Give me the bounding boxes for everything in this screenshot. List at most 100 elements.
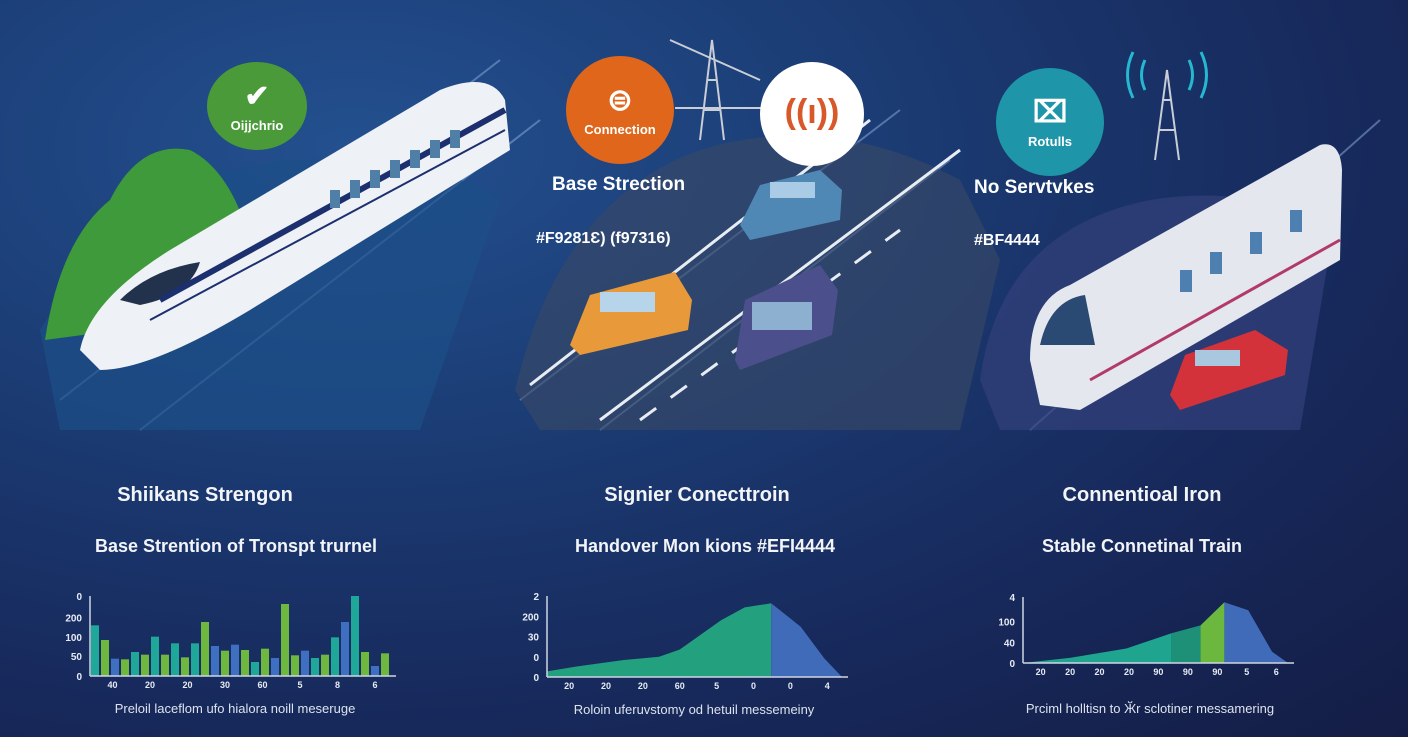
y-tick-label: 30	[528, 633, 540, 644]
x-tick-label: 5	[714, 681, 719, 691]
area-segment	[1224, 602, 1288, 663]
bar	[101, 640, 109, 676]
y-tick-label: 0	[76, 672, 82, 683]
x-tick-label: 20	[564, 681, 574, 691]
bar	[331, 637, 339, 676]
x-tick-label: 5	[297, 680, 302, 690]
radio-tower	[1126, 51, 1208, 161]
blue-car	[740, 170, 842, 240]
badge-connection: ⊜ Connection	[566, 56, 674, 164]
x-tick-label: 60	[675, 681, 685, 691]
y-tick-label: 100	[65, 633, 82, 644]
y-tick-label: 50	[71, 652, 83, 663]
badge-signal: ((ı))	[760, 62, 864, 166]
y-tick-label: 200	[65, 614, 82, 625]
x-tick-label: 90	[1183, 667, 1193, 677]
bar	[251, 662, 259, 676]
right-scene-code: #BF4444	[974, 232, 1040, 249]
bar	[201, 622, 209, 676]
x-tick-label: 20	[145, 680, 155, 690]
bar	[131, 652, 139, 676]
x-tick-label: 20	[1065, 667, 1075, 677]
x-tick-label: 60	[257, 680, 267, 690]
section-2-subtitle: Handover Mon kions #EFI4444	[574, 536, 836, 556]
link-icon: ⊜	[607, 83, 633, 117]
area-segment	[547, 603, 772, 677]
section-1-title: Shiikans Strengon	[117, 484, 293, 506]
badge-objective: ✔ Oijjchrio	[207, 62, 307, 150]
x-tick-label: 20	[1124, 667, 1134, 677]
x-tick-label: 4	[825, 681, 830, 691]
badge-label: Rotulls	[1027, 133, 1073, 149]
bar	[221, 650, 229, 676]
chart-3-xlabel: Prciml holltisn to Ӂr sclotiner messamer…	[1025, 701, 1275, 716]
red-car	[1170, 330, 1288, 410]
middle-scene-title: Base Strection	[552, 174, 686, 195]
transmission-tower	[669, 39, 765, 141]
x-tick-label: 20	[638, 681, 648, 691]
wrench-check-icon: ✔	[244, 79, 270, 113]
bar	[281, 604, 289, 676]
y-tick-label: 0	[76, 592, 82, 603]
bar	[261, 648, 269, 676]
bar	[361, 652, 369, 676]
area-segment	[771, 603, 842, 677]
bar	[311, 658, 319, 676]
area-segment	[1200, 602, 1225, 663]
section-1-subtitle: Base Strention of Tronspt trurnel	[94, 536, 378, 556]
x-tick-label: 0	[788, 681, 793, 691]
right-scene-title: No Servtvkes	[974, 177, 1095, 198]
x-tick-label: 0	[751, 681, 756, 691]
bar	[351, 596, 359, 676]
y-tick-label: 0	[533, 673, 539, 684]
badge-label: Oijjchrio	[230, 117, 284, 133]
bar	[211, 646, 219, 676]
x-tick-label: 20	[1095, 667, 1105, 677]
section-2-title: Signier Conecttroin	[604, 484, 790, 506]
bar	[321, 654, 329, 676]
area-segment	[1171, 625, 1201, 663]
bar	[121, 659, 129, 676]
commuter-train	[1030, 144, 1342, 411]
illustration-layer	[40, 39, 1381, 431]
tower-cross-icon: ⌧	[1032, 95, 1068, 129]
x-tick-label: 6	[1274, 667, 1279, 677]
y-tick-label: 0	[1009, 659, 1015, 670]
section-3-subtitle: Stable Connetinal Train	[1041, 536, 1243, 556]
bar	[241, 650, 249, 676]
signal-antenna-icon: ((ı))	[784, 93, 840, 131]
y-tick-label: 100	[998, 617, 1015, 628]
area-segment	[1023, 633, 1172, 663]
y-tick-label: 0	[533, 653, 539, 664]
bar	[181, 657, 189, 676]
bar	[231, 644, 239, 676]
bullet-train	[80, 82, 510, 370]
bar	[111, 658, 119, 676]
chart-1: 0 50 100 200 0 40 20 20 30 60 5 8 6	[65, 592, 396, 690]
bar	[271, 658, 279, 676]
badge-rotulls: ⌧ Rotulls	[996, 68, 1104, 176]
x-tick-label: 20	[1036, 667, 1046, 677]
bar	[161, 654, 169, 676]
bar	[371, 666, 379, 676]
purple-van	[735, 265, 838, 370]
y-tick-label: 4	[1009, 593, 1015, 604]
bar	[381, 653, 389, 676]
x-tick-label: 40	[107, 680, 117, 690]
x-tick-label: 8	[335, 680, 340, 690]
x-tick-label: 90	[1153, 667, 1163, 677]
y-tick-label: 2	[533, 592, 539, 603]
bar	[91, 625, 99, 676]
bar	[151, 636, 159, 676]
bar	[301, 650, 309, 676]
bar	[291, 655, 299, 676]
section-3-title: Connentioal Iron	[1062, 484, 1222, 506]
x-tick-label: 6	[372, 680, 377, 690]
x-tick-label: 20	[601, 681, 611, 691]
x-tick-label: 30	[220, 680, 230, 690]
bar	[171, 643, 179, 676]
tree-silhouette	[45, 148, 250, 340]
middle-scene-code: #F9281Ɛ) (f97316)	[536, 230, 671, 247]
x-tick-label: 20	[182, 680, 192, 690]
